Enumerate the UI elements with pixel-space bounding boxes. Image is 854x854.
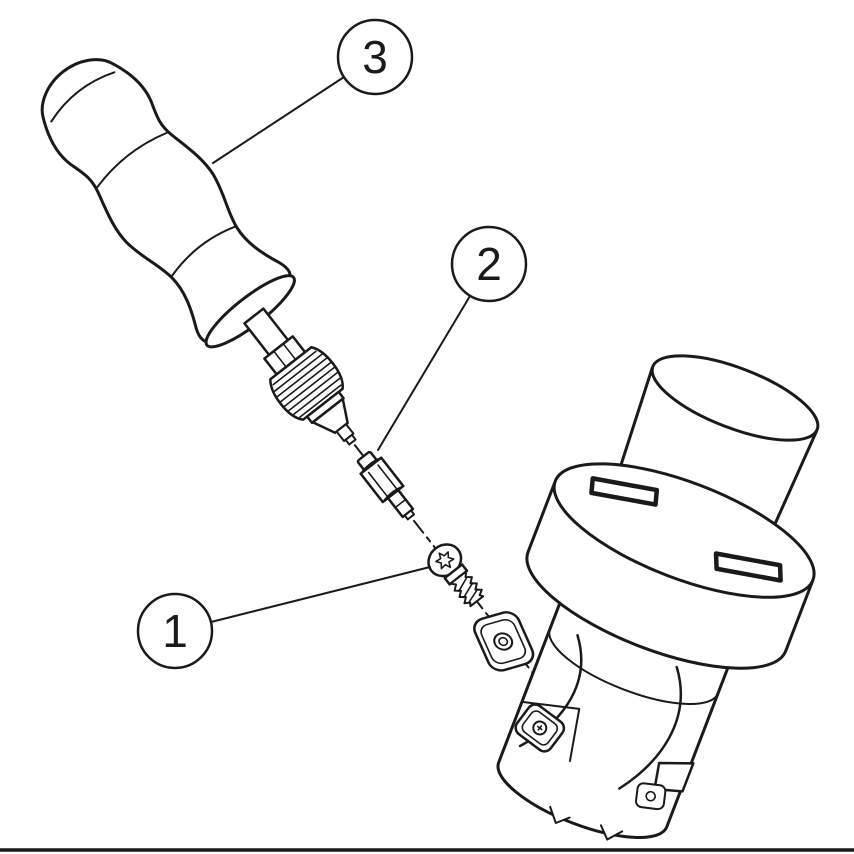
callout-3: 3 (212, 18, 414, 164)
flange-bottom-arc (525, 550, 788, 670)
screw-torx-socket (435, 551, 455, 570)
bit-shank-line (394, 498, 407, 509)
flange-sides (526, 481, 814, 653)
handle-butt-contour (50, 71, 116, 123)
callout-3-label: 3 (362, 31, 388, 83)
cutting-edge-nub-left (549, 805, 571, 825)
mounted-insert-right-screw (645, 790, 656, 802)
flange-drive-slot-left (589, 476, 660, 507)
mounted-insert-right-outline (635, 782, 667, 811)
torque-driver-handle (40, 58, 357, 446)
insert-screw (427, 543, 485, 608)
callout-2-leader (377, 295, 471, 451)
mounted-insert-face (521, 710, 559, 746)
callout-1-leader (210, 566, 431, 623)
mounted-insert-left (514, 703, 566, 753)
collet-cone (311, 397, 349, 435)
collet-nut-facets (273, 343, 297, 368)
callout-1: 1 (136, 566, 431, 670)
flute-curve-right (618, 665, 682, 790)
driver-collet (243, 307, 357, 446)
insert-hole (493, 632, 514, 651)
bit-body-arcs (359, 456, 405, 503)
bit-tip (403, 509, 416, 521)
callout-3-leader (212, 76, 345, 164)
insert-hole-countersink (498, 636, 509, 647)
milling-cutter-body (496, 354, 820, 841)
callout-1-circle (136, 592, 214, 670)
knurl-lines (272, 350, 342, 418)
callout-3-circle (336, 18, 414, 96)
bit-facet-lines (367, 464, 398, 497)
mounted-insert-screw-socket (536, 725, 543, 731)
cutter-flange (525, 462, 816, 670)
screw-threads (449, 570, 485, 608)
head-shoulder-arc (548, 628, 719, 705)
callout-2: 2 (377, 225, 528, 451)
assembly-axis-group (40, 58, 556, 702)
pocket-seat-lines (520, 700, 581, 762)
insert-face-edge (480, 618, 527, 665)
cutter-head-details (514, 634, 695, 841)
head-outline (496, 588, 735, 839)
handle-waist-contour (96, 131, 168, 189)
torx-key-bit (356, 450, 416, 521)
callout-2-label: 2 (476, 238, 502, 290)
handle-outline (40, 58, 292, 344)
callout-1-label: 1 (162, 605, 188, 657)
flange-drive-slot-right (713, 551, 783, 583)
arbor-top-face (650, 354, 820, 442)
milling-insert (473, 611, 535, 672)
screw-thread-lines (457, 576, 479, 604)
callout-2-circle (450, 225, 528, 303)
driver-tip-end (344, 433, 357, 446)
mounted-insert-right (635, 782, 667, 811)
cutting-edge-nub-right (599, 824, 624, 841)
handle-flare-contour (170, 225, 236, 277)
